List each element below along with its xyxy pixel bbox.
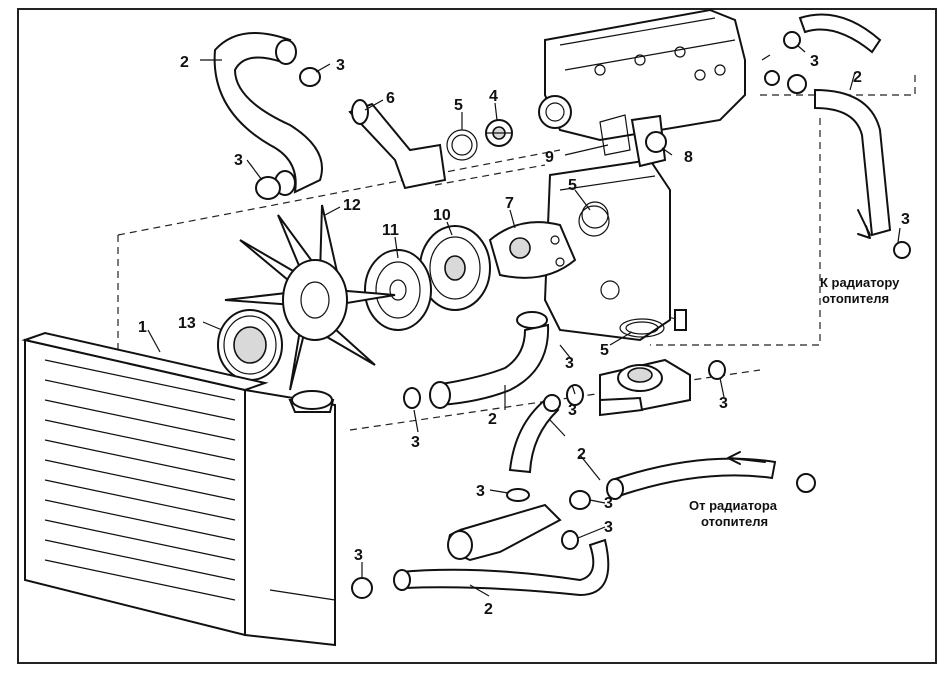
label-1-radiator: 1 [138, 319, 147, 336]
label-3-clamp: 3 [411, 434, 420, 451]
caption-to-heater-line1: К радиатору [820, 275, 900, 290]
label-3-clamp: 3 [476, 483, 485, 500]
label-3-clamp: 3 [565, 355, 574, 372]
caption-from-heater-line2: отопителя [701, 514, 768, 529]
label-11-fan-pulley: 11 [382, 222, 399, 239]
label-8-sensor: 8 [684, 149, 693, 166]
flow-captions: К радиатору отопителя От радиатора отопи… [689, 275, 900, 529]
label-9-gasket: 9 [545, 149, 554, 166]
label-2-upper-hose: 2 [180, 54, 189, 71]
label-5-gasket: 5 [454, 97, 463, 114]
label-12-fan: 12 [343, 197, 361, 214]
lower-hoses [351, 311, 816, 599]
label-2-lower-hose: 2 [488, 411, 497, 428]
cylinder-head [538, 8, 746, 142]
water-pump [488, 221, 577, 279]
part-number-labels: 2 3 3 6 5 4 9 8 3 2 3 5 7 10 11 12 13 1 … [138, 53, 910, 618]
label-3-clamp: 3 [901, 211, 910, 228]
radiator [21, 331, 336, 647]
label-10-pulley: 10 [433, 207, 451, 224]
viscous-coupling [217, 309, 283, 381]
leader-lines [147, 44, 901, 597]
fan-pulley [364, 249, 432, 331]
label-3-clamp: 3 [354, 547, 363, 564]
caption-from-heater-line1: От радиатора [689, 498, 778, 513]
heater-hoses-top [761, 13, 911, 259]
thermostat [485, 119, 513, 147]
coolant-outlet-housing [599, 309, 726, 417]
label-3-clamp: 3 [234, 152, 243, 169]
label-2-hose: 2 [577, 446, 586, 463]
label-6-thermostat-pipe: 6 [386, 90, 395, 107]
label-3-clamp: 3 [604, 495, 613, 512]
caption-to-heater-line2: отопителя [822, 291, 889, 306]
label-2-bottom-hose: 2 [484, 601, 493, 618]
thermostat-outlet-pipe [348, 99, 447, 190]
upper-radiator-hose [213, 31, 323, 200]
label-5-gasket: 5 [600, 342, 609, 359]
label-3-clamp: 3 [568, 402, 577, 419]
label-7-water-pump: 7 [505, 195, 514, 212]
label-3-clamp: 3 [810, 53, 819, 70]
label-3-clamp: 3 [604, 519, 613, 536]
cooling-fan [224, 204, 396, 391]
label-3-clamp: 3 [719, 395, 728, 412]
label-4-thermostat: 4 [489, 88, 498, 105]
label-5-gasket: 5 [568, 177, 577, 194]
label-2-heater-hose: 2 [853, 69, 862, 86]
diagram-frame [17, 8, 937, 664]
sensor-and-gasket [599, 114, 667, 168]
label-13-viscous-coupling: 13 [178, 315, 196, 332]
label-3-clamp: 3 [336, 57, 345, 74]
